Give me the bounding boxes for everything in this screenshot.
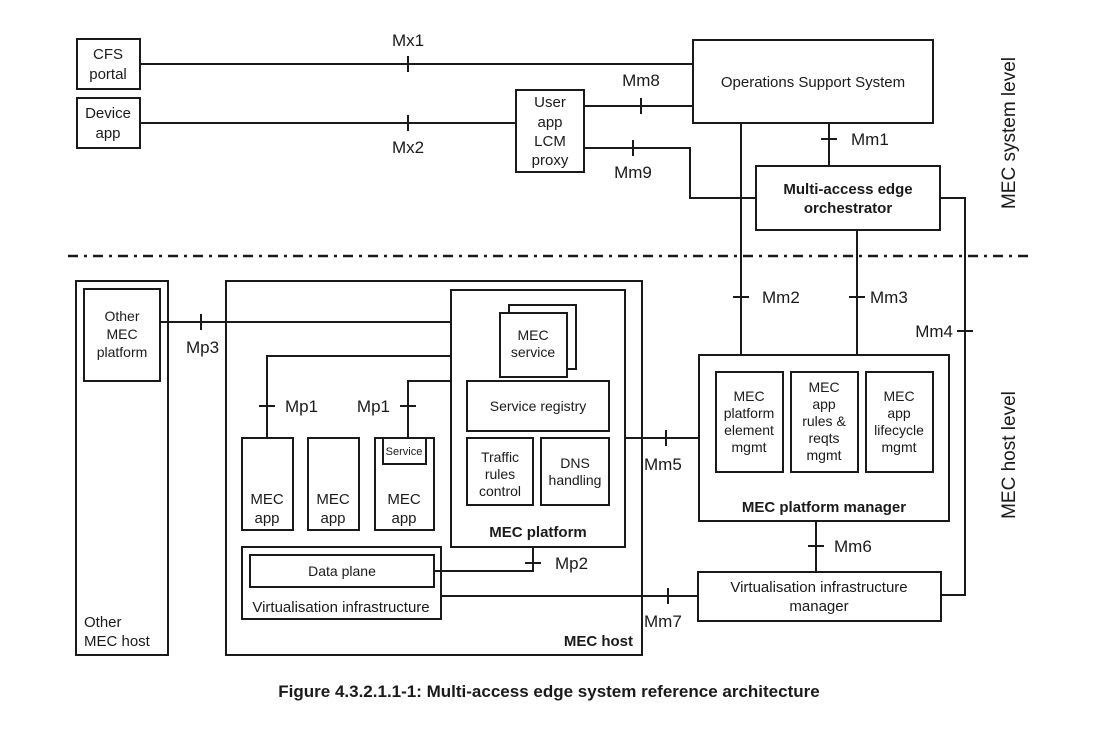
mec-service-label-1: MEC	[517, 327, 548, 343]
mec-app-1-label-1: MEC	[250, 491, 284, 508]
mm1-label: Mm1	[851, 130, 889, 149]
alm-label-4: mgmt	[882, 439, 917, 455]
pem-label-4: mgmt	[732, 439, 767, 455]
traffic-rules-control-box: Traffic rules control	[466, 437, 534, 506]
user-app-lcm-proxy-box: User app LCM proxy	[515, 89, 585, 173]
app-rules-reqts-mgmt-box: MEC app rules & reqts mgmt	[790, 371, 859, 473]
mm4-link	[940, 197, 966, 596]
arr-label-1: MEC	[808, 379, 839, 395]
orchestrator-label-1: Multi-access edge	[783, 181, 912, 198]
arr-label-5: mgmt	[807, 447, 842, 463]
mm2-label: Mm2	[762, 288, 800, 307]
mp3-label: Mp3	[186, 338, 219, 357]
device-app-label-2: app	[95, 125, 120, 142]
oss-label: Operations Support System	[721, 74, 905, 91]
device-app-label-1: Device	[85, 105, 131, 122]
service-registry-label: Service registry	[490, 398, 586, 414]
traffic-label-1: Traffic	[481, 449, 519, 465]
virtualisation-infrastructure-manager-box: Virtualisation infrastructure manager	[697, 571, 942, 622]
mm9-label: Mm9	[614, 163, 652, 182]
multi-access-edge-orchestrator-box: Multi-access edge orchestrator	[755, 165, 941, 231]
data-plane-box: Data plane	[249, 554, 435, 588]
mp2-label: Mp2	[555, 554, 588, 573]
mec-platform-label: MEC platform	[489, 524, 587, 541]
data-plane-label: Data plane	[308, 563, 376, 579]
mec-service-label-2: service	[511, 344, 556, 360]
cfs-portal-box: CFS portal	[76, 38, 141, 90]
mec-service-box: MEC service	[499, 304, 577, 378]
other-mec-platform-label-1: Other	[104, 308, 139, 324]
mm9-link	[584, 147, 756, 199]
mec-app-box-3: Service MEC app	[374, 437, 435, 531]
virtualisation-infrastructure-label: Virtualisation infrastructure	[252, 599, 429, 616]
mp1-left-link	[266, 355, 451, 438]
proxy-label-4: proxy	[532, 152, 569, 169]
other-mec-platform-box: Other MEC platform	[83, 288, 161, 382]
dns-label-1: DNS	[560, 455, 590, 471]
pem-label-3: element	[724, 422, 774, 438]
alm-label-2: app	[887, 405, 911, 421]
mp2-link	[434, 547, 534, 572]
other-mec-host-label-2: MEC host	[84, 633, 151, 650]
arr-label-4: reqts	[808, 430, 839, 446]
proxy-label-2: app	[537, 114, 562, 131]
dns-label-2: handling	[549, 472, 602, 488]
cfs-portal-label-2: portal	[89, 66, 127, 83]
mec-app-3-label-2: app	[391, 510, 416, 527]
other-mec-platform-label-2: MEC	[106, 326, 137, 342]
proxy-label-1: User	[534, 94, 566, 111]
vim-label-1: Virtualisation infrastructure	[730, 579, 907, 596]
alm-label-3: lifecycle	[874, 422, 924, 438]
mp1-left-label: Mp1	[285, 397, 318, 416]
mx1-label: Mx1	[392, 31, 424, 50]
platform-element-mgmt-box: MEC platform element mgmt	[715, 371, 784, 473]
arr-label-2: app	[812, 396, 836, 412]
other-mec-platform-label-3: platform	[97, 344, 148, 360]
mec-app-box-1: MEC app	[241, 437, 294, 531]
pem-label-1: MEC	[733, 388, 764, 404]
operations-support-system-box: Operations Support System	[692, 39, 934, 124]
mm5-label: Mm5	[644, 455, 682, 474]
app-lifecycle-mgmt-box: MEC app lifecycle mgmt	[865, 371, 934, 473]
mec-app-2-label-1: MEC	[316, 491, 350, 508]
mec-system-level-label: MEC system level	[999, 57, 1020, 209]
orchestrator-label-2: orchestrator	[804, 200, 893, 217]
mec-app-3-label-1: MEC	[387, 491, 421, 508]
pem-label-2: platform	[724, 405, 775, 421]
service-registry-box: Service registry	[466, 380, 610, 432]
mec-app-2-label-2: app	[320, 510, 345, 527]
mx2-label: Mx2	[392, 138, 424, 157]
figure-caption: Figure 4.3.2.1.1-1: Multi-access edge sy…	[278, 682, 819, 701]
mm6-label: Mm6	[834, 537, 872, 556]
dns-handling-box: DNS handling	[540, 437, 610, 506]
mec-app-1-label-2: app	[254, 510, 279, 527]
mp1-right-label: Mp1	[357, 397, 390, 416]
mec-platform-manager-label: MEC platform manager	[742, 499, 906, 516]
traffic-label-3: control	[479, 483, 521, 499]
other-mec-host-label-1: Other	[84, 614, 122, 631]
alm-label-1: MEC	[883, 388, 914, 404]
mm4-label: Mm4	[915, 322, 953, 341]
cfs-portal-label-1: CFS	[93, 46, 123, 63]
mec-app-box-2: MEC app	[307, 437, 360, 531]
mec-host-label: MEC host	[564, 633, 633, 650]
proxy-label-3: LCM	[534, 133, 566, 150]
vim-label-2: manager	[789, 598, 848, 615]
mm3-label: Mm3	[870, 288, 908, 307]
mm8-label: Mm8	[622, 71, 660, 90]
mec-host-level-label: MEC host level	[999, 391, 1020, 519]
mm7-label: Mm7	[644, 612, 682, 631]
service-label: Service	[386, 446, 423, 458]
arr-label-3: rules &	[802, 413, 846, 429]
device-app-box: Device app	[76, 97, 141, 149]
traffic-label-2: rules	[485, 466, 515, 482]
mp1-right-link	[407, 380, 451, 438]
